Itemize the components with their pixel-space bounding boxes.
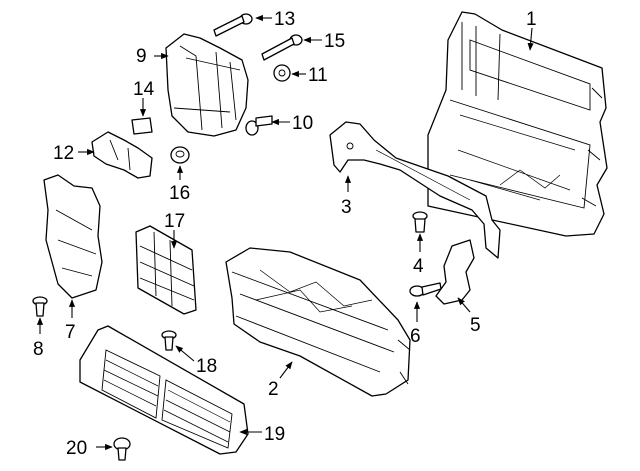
part-9-deflector (165, 33, 249, 137)
part-6-bolt (409, 282, 442, 297)
callout-2: 2 (268, 379, 279, 400)
part-7-deflector (43, 174, 103, 299)
callout-6: 6 (410, 326, 421, 347)
callout-5: 5 (470, 315, 481, 336)
part-19-grille (79, 325, 249, 455)
part-8-push-pin (32, 296, 48, 317)
callout-14: 14 (133, 79, 155, 100)
callout-13: 13 (274, 9, 295, 30)
leader-1 (527, 27, 534, 51)
leader-18 (175, 345, 195, 362)
part-13-bolt (213, 13, 253, 37)
callout-19: 19 (264, 424, 285, 445)
part-3-bracket (329, 121, 501, 259)
callout-8: 8 (33, 339, 44, 360)
callout-9: 9 (136, 46, 147, 67)
part-5-bracket (435, 239, 475, 305)
part-14-nut (131, 117, 153, 135)
part-10-bolt (245, 115, 273, 136)
leader-lines (36, 14, 534, 451)
part-11-washer (273, 64, 291, 82)
callout-1: 1 (526, 9, 537, 30)
callout-18: 18 (196, 356, 217, 377)
callout-15: 15 (324, 31, 345, 52)
part-18-push-pin (161, 330, 177, 351)
callout-20: 20 (66, 438, 87, 459)
leader-5 (457, 297, 471, 313)
callout-16: 16 (169, 183, 190, 204)
part-20-push-pin (113, 437, 131, 461)
callout-4: 4 (413, 256, 424, 277)
part-2-shutter (225, 247, 411, 397)
part-1-radiator-support (427, 11, 608, 237)
part-12-clip (91, 131, 153, 179)
part-15-bolt (261, 34, 303, 61)
callout-11: 11 (308, 65, 328, 86)
callout-3: 3 (341, 197, 352, 218)
part-16-grommet (170, 146, 190, 164)
leader-2 (279, 361, 293, 379)
callout-12: 12 (53, 143, 74, 164)
part-17-deflector (135, 225, 197, 315)
callout-7: 7 (65, 322, 76, 343)
part-4-screw (412, 211, 428, 233)
callout-labels: 1 2 3 4 5 6 7 8 9 10 11 12 13 14 15 16 1… (33, 9, 537, 459)
callout-17: 17 (164, 211, 185, 232)
callout-10: 10 (292, 113, 313, 134)
